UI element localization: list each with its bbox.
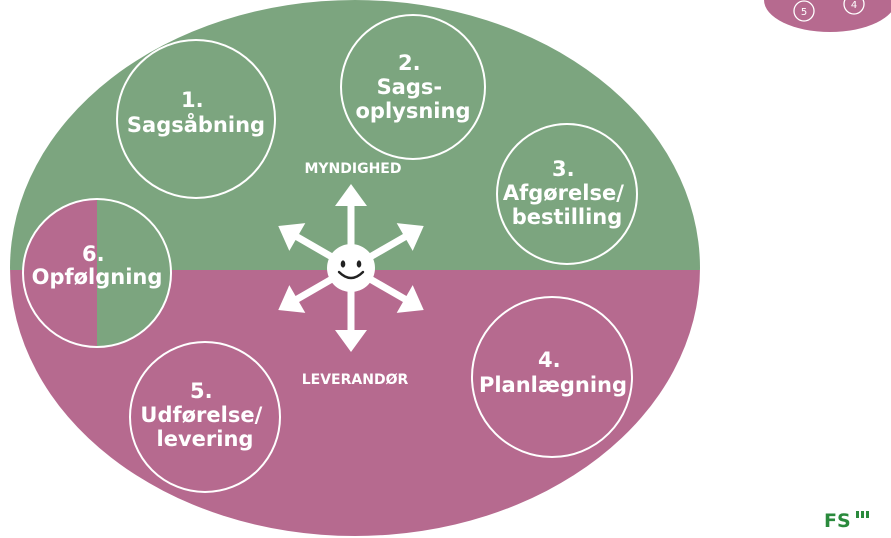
step-3-text-line-2: bestilling <box>512 205 623 229</box>
step-5-circle <box>129 341 281 493</box>
step-2-text-line-2: oplysning <box>356 99 471 123</box>
step-4-label: 4. Planlægning <box>479 348 627 397</box>
step-5-text-line-1: Udførelse/ <box>140 403 262 427</box>
step-3-circle <box>496 123 638 265</box>
step-5-label: 5. Udførelse/ levering <box>140 379 269 451</box>
authority-label: MYNDIGHED <box>304 161 401 177</box>
step-5-text-line-2: levering <box>157 427 254 451</box>
step-1-label: 1. Sagsåbning <box>127 88 265 137</box>
step-5-number: 5. <box>190 379 213 403</box>
mini-label-5: 5 <box>801 7 807 18</box>
step-2-number: 2. <box>398 51 421 75</box>
mini-label-4: 4 <box>851 0 857 11</box>
supplier-label: LEVERANDØR <box>302 372 409 388</box>
step-6-number: 6. <box>82 242 105 266</box>
logo-bars-icon <box>856 511 869 518</box>
mini-diagram: 5 4 <box>764 0 891 32</box>
logo-text: FS <box>824 510 851 532</box>
step-3-number: 3. <box>552 157 575 181</box>
step-4-text: Planlægning <box>479 373 627 397</box>
step-2-label: 2. Sags- oplysning <box>356 51 471 123</box>
smiley-face-icon <box>327 244 375 292</box>
step-6-text: Opfølgning <box>32 265 163 289</box>
step-4-circle <box>471 296 633 458</box>
step-4-number: 4. <box>538 348 561 372</box>
step-2-text-line-1: Sags- <box>377 75 443 99</box>
step-2-circle <box>340 14 486 160</box>
step-3-label: 3. Afgørelse/ bestilling <box>503 157 631 229</box>
step-3-text-line-1: Afgørelse/ <box>503 181 624 205</box>
step-1-circle <box>116 39 276 199</box>
fs-logo: FS <box>824 510 869 532</box>
step-1-text: Sagsåbning <box>127 112 265 137</box>
step-1-number: 1. <box>181 88 204 112</box>
step-6-label: 6. Opfølgning <box>32 242 163 289</box>
